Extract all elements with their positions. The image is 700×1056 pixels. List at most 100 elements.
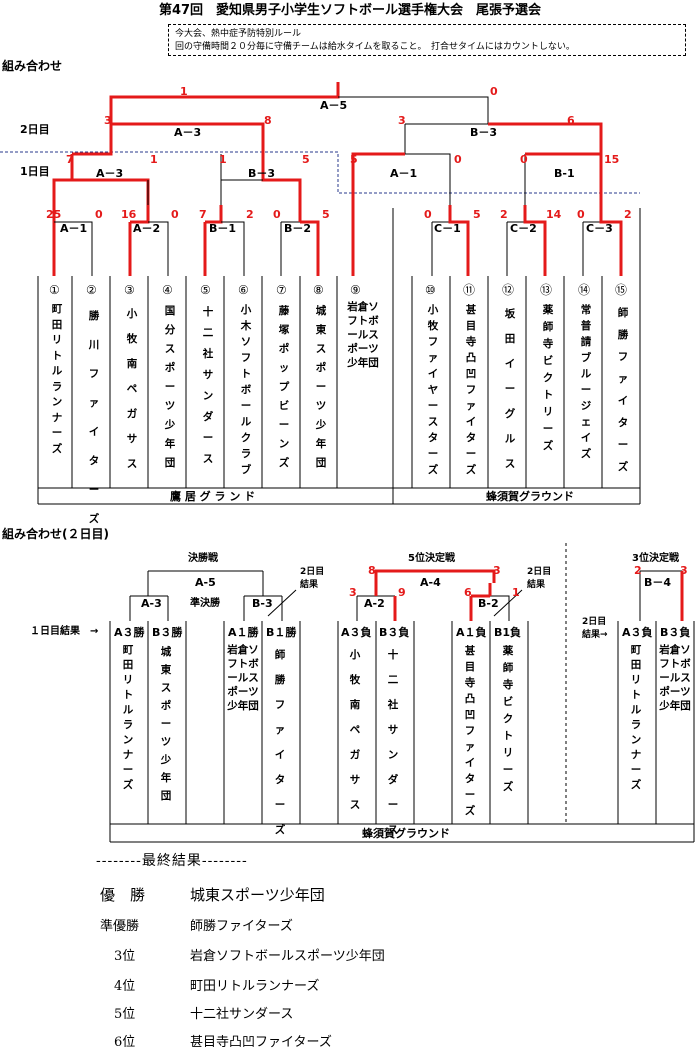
winner-path bbox=[300, 220, 320, 276]
team-name: 城東スポーツ少年団 bbox=[160, 646, 172, 802]
score: 5 bbox=[350, 153, 358, 166]
slot-label: A３負 bbox=[341, 626, 372, 639]
match-label: A－2 bbox=[133, 222, 161, 235]
team-number: ① bbox=[49, 283, 60, 297]
team-number: ⑨ bbox=[350, 283, 361, 297]
winner-path bbox=[109, 82, 340, 124]
team-number: ⑬ bbox=[540, 283, 553, 297]
slot-label: B１勝 bbox=[266, 626, 297, 639]
winner-path bbox=[205, 205, 223, 224]
day-label: 2日目 bbox=[20, 123, 50, 136]
team-name: 小牧南ペガサス bbox=[126, 308, 138, 470]
match-label: B－1 bbox=[209, 222, 237, 235]
team-name: 十二社サンダース bbox=[387, 649, 399, 836]
rank-team: 岩倉ソフトボールスポーツ少年団 bbox=[190, 949, 385, 964]
team-name: 城東スポーツ少年団 bbox=[315, 305, 327, 469]
slot-label: A３勝 bbox=[114, 626, 145, 639]
score: 2 bbox=[246, 208, 254, 221]
slot-label: B３勝 bbox=[152, 626, 183, 639]
team-name: 薬師寺ビクトリーズ bbox=[502, 645, 514, 793]
rank-label: 5位 bbox=[114, 1007, 136, 1022]
match-label: B-3 bbox=[252, 597, 273, 610]
day1-divider bbox=[0, 151, 640, 194]
slot-label: A３負 bbox=[622, 626, 653, 639]
rank-label: 準優勝 bbox=[100, 919, 140, 934]
score: 16 bbox=[121, 208, 137, 221]
match-label: A-4 bbox=[420, 576, 441, 589]
team-name: 小牧ファイヤースターズ bbox=[427, 304, 439, 476]
match-label: A－3 bbox=[174, 126, 202, 139]
team-number: ③ bbox=[124, 283, 135, 297]
winner-path bbox=[488, 122, 603, 154]
match-label: B－3 bbox=[470, 126, 498, 139]
score: 3 bbox=[349, 586, 357, 599]
team-name: 町田リトルランナーズ bbox=[51, 303, 63, 455]
ground-label: 蜂須賀グラウンド bbox=[486, 490, 574, 503]
match-label: A-3 bbox=[141, 597, 162, 610]
slot-label: B1負 bbox=[494, 626, 522, 639]
section-heading: 組み合わせ(２日目) bbox=[2, 527, 109, 541]
team-name: 岩倉ソフトボールスポーツ少年団 bbox=[659, 644, 691, 712]
winner-path bbox=[448, 205, 470, 276]
match-label: A－1 bbox=[390, 167, 418, 180]
team-number: ⑪ bbox=[463, 283, 476, 297]
rank-label: 4位 bbox=[114, 979, 136, 994]
rank-team: 町田リトルランナーズ bbox=[190, 979, 320, 994]
team-name: 師勝ファイターズ bbox=[274, 649, 286, 836]
winner-path bbox=[72, 124, 113, 156]
score: 7 bbox=[66, 153, 74, 166]
score: 25 bbox=[46, 208, 62, 221]
score: 1 bbox=[150, 153, 158, 166]
bracket-line bbox=[221, 221, 245, 276]
notice-box: 今大会、熱中症予防特別ルール 回の守備時間２０分毎に守備チームは給水タイムを取る… bbox=[168, 24, 686, 56]
team-number: ⑤ bbox=[200, 283, 211, 297]
bracket-line bbox=[338, 96, 489, 124]
score: 0 bbox=[273, 208, 281, 221]
score: 3 bbox=[493, 564, 501, 577]
notice-line: 回の守備時間２０分毎に守備チームは給水タイムを取ること。 打合せタイムにはカウン… bbox=[175, 42, 575, 52]
team-name: 常普請ブルージェイズ bbox=[580, 304, 592, 460]
match-label: C－3 bbox=[586, 222, 613, 235]
rank-team: 十二社サンダース bbox=[190, 1007, 294, 1022]
slot-label: A１勝 bbox=[228, 626, 259, 639]
score: 0 bbox=[171, 208, 179, 221]
rank-label: 6位 bbox=[114, 1035, 136, 1050]
match-label: A－1 bbox=[60, 222, 88, 235]
rank-team: 師勝ファイターズ bbox=[190, 919, 293, 934]
bracket-line bbox=[490, 595, 510, 621]
winner-path bbox=[261, 154, 302, 205]
team-number: ⑮ bbox=[615, 283, 628, 297]
rank-team: 甚目寺凸凹ファイターズ bbox=[190, 1035, 332, 1050]
score: 3 bbox=[680, 564, 688, 577]
score: 0 bbox=[424, 208, 432, 221]
winner-path bbox=[52, 154, 74, 205]
winner-path bbox=[599, 205, 623, 276]
score: 0 bbox=[577, 208, 585, 221]
page-title: 第47回 愛知県男子小学生ソフトボール選手権大会 尾張予選会 bbox=[158, 3, 542, 18]
team-name: 岩倉ソフトボールスポーツ少年団 bbox=[227, 644, 259, 712]
bracket-line bbox=[493, 589, 523, 617]
bracket-line bbox=[54, 221, 93, 276]
rank-label: 3位 bbox=[114, 949, 136, 964]
score: 3 bbox=[104, 114, 112, 127]
team-number: ④ bbox=[162, 283, 173, 297]
score: 9 bbox=[398, 586, 406, 599]
match-label: A－3 bbox=[96, 167, 124, 180]
team-name: 藤塚ポップビーンズ bbox=[278, 305, 290, 469]
slot-label: A１負 bbox=[456, 626, 487, 639]
team-name: 十二社サンダース bbox=[202, 306, 214, 465]
round-title: 5位決定戦 bbox=[408, 553, 455, 564]
score: 0 bbox=[454, 153, 462, 166]
team-name: 坂田イーグルス bbox=[504, 308, 516, 470]
team-name: 町田リトルランナーズ bbox=[122, 644, 134, 791]
ground-label: 蜂須賀グラウンド bbox=[362, 827, 450, 840]
winner-path bbox=[351, 152, 405, 276]
results-note: 2日目 結果 bbox=[527, 567, 552, 590]
score: 8 bbox=[264, 114, 272, 127]
match-label: A－5 bbox=[320, 99, 348, 112]
match-label: C－1 bbox=[434, 222, 461, 235]
score: 2 bbox=[624, 208, 632, 221]
team-number: ⑩ bbox=[425, 283, 436, 297]
team-number: ② bbox=[86, 283, 97, 297]
